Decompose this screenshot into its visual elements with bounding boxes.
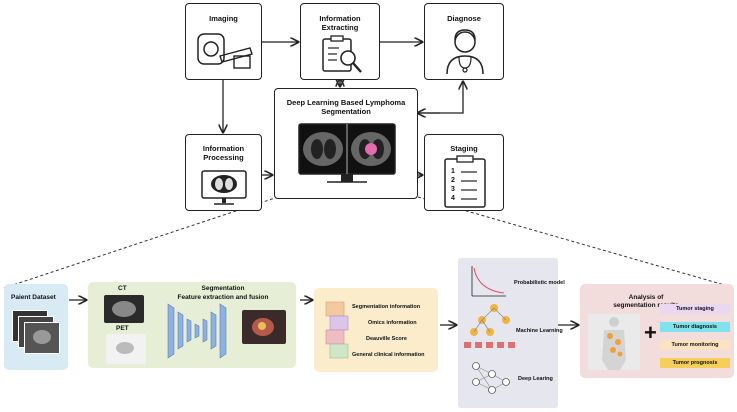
doctor-icon xyxy=(446,29,484,75)
info-item-4: General clinical information xyxy=(352,352,425,358)
patient-dataset-label: Paient Dataset xyxy=(11,294,56,301)
dl-label-2: Segmentation xyxy=(321,107,371,116)
segmentation-panel: CT Segmentation Feature extraction and f… xyxy=(88,282,296,368)
neural-network-icon xyxy=(472,362,510,394)
segmentation-label-2: Feature extraction and fusion xyxy=(177,294,269,301)
arrow-dl-diagnose xyxy=(418,82,463,114)
ct-scanner-icon xyxy=(197,33,253,69)
info-item-1: Segmentation information xyxy=(352,304,421,310)
staging-label: Staging xyxy=(450,144,478,153)
dl-model-label: Deep Learing xyxy=(518,376,553,382)
info-extracting-box: Information Extracting xyxy=(300,3,380,80)
info-processing-box: Information Processing xyxy=(185,134,262,211)
models-graphics xyxy=(464,266,515,394)
information-panel: Segmentation information Omics informati… xyxy=(314,288,438,372)
diagnose-label: Diagnose xyxy=(447,14,481,23)
tag-tumor-staging: Tumor staging xyxy=(660,304,730,314)
info-item-3: Deauville Score xyxy=(366,336,407,342)
prob-model-label: Probabilistic model xyxy=(514,280,565,286)
staging-item-2: 2 xyxy=(451,177,455,184)
ml-label: Machine Learning xyxy=(516,328,563,334)
info-processing-label-1: Information xyxy=(202,144,245,153)
info-extracting-label-1: Information xyxy=(319,14,361,23)
tag-tumor-monitoring: Tumor monitoring xyxy=(660,340,730,350)
ct-image xyxy=(104,295,144,323)
ct-slice-3 xyxy=(24,322,60,354)
diagnose-box: Diagnose xyxy=(424,3,504,80)
unet-network-icon xyxy=(167,303,227,359)
zoom-line-left xyxy=(3,196,279,289)
dl-segmentation-box: Deep Learning Based Lymphoma Segmentatio… xyxy=(274,88,418,199)
staging-item-4: 4 xyxy=(451,195,455,202)
imaging-box: Imaging xyxy=(185,3,262,80)
analysis-label-1: Analysis of xyxy=(628,294,664,301)
segmentation-label-1: Segmentation xyxy=(201,285,245,292)
info-item-2: Omics information xyxy=(368,320,417,326)
models-panel: Probabilistic model Machine Learning Dee… xyxy=(458,258,565,408)
dl-label-1: Deep Learning Based Lymphoma xyxy=(286,98,406,107)
ct-label: CT xyxy=(118,285,127,292)
staging-box: Staging 1 2 3 4 xyxy=(424,134,504,211)
info-processing-label-2: Processing xyxy=(203,153,244,162)
monitor-lungs-icon xyxy=(201,170,247,205)
clipboard-search-icon xyxy=(322,35,362,73)
ct-monitor-icon xyxy=(298,123,396,183)
staging-item-1: 1 xyxy=(451,168,455,175)
tag-tumor-prognosis: Tumor prognosis xyxy=(660,358,730,368)
info-extracting-label-2: Extracting xyxy=(321,23,359,32)
tag-tumor-diagnosis: Tumor diagnosis xyxy=(660,322,730,332)
body-scan-icon xyxy=(588,314,640,370)
clipboard-list-icon xyxy=(444,155,486,208)
pet-image xyxy=(106,334,146,364)
patient-dataset-panel: Paient Dataset xyxy=(4,284,68,370)
probability-curve-icon xyxy=(471,266,506,297)
pet-label: PET xyxy=(116,325,129,332)
staging-item-3: 3 xyxy=(451,186,455,193)
stacked-layers-icon xyxy=(325,301,349,359)
analysis-label-2: segmentation results xyxy=(613,302,679,309)
fused-segmentation-image xyxy=(242,310,286,344)
plus-sign: + xyxy=(644,320,657,345)
decision-tree-icon xyxy=(464,304,515,348)
imaging-label: Imaging xyxy=(209,14,238,23)
